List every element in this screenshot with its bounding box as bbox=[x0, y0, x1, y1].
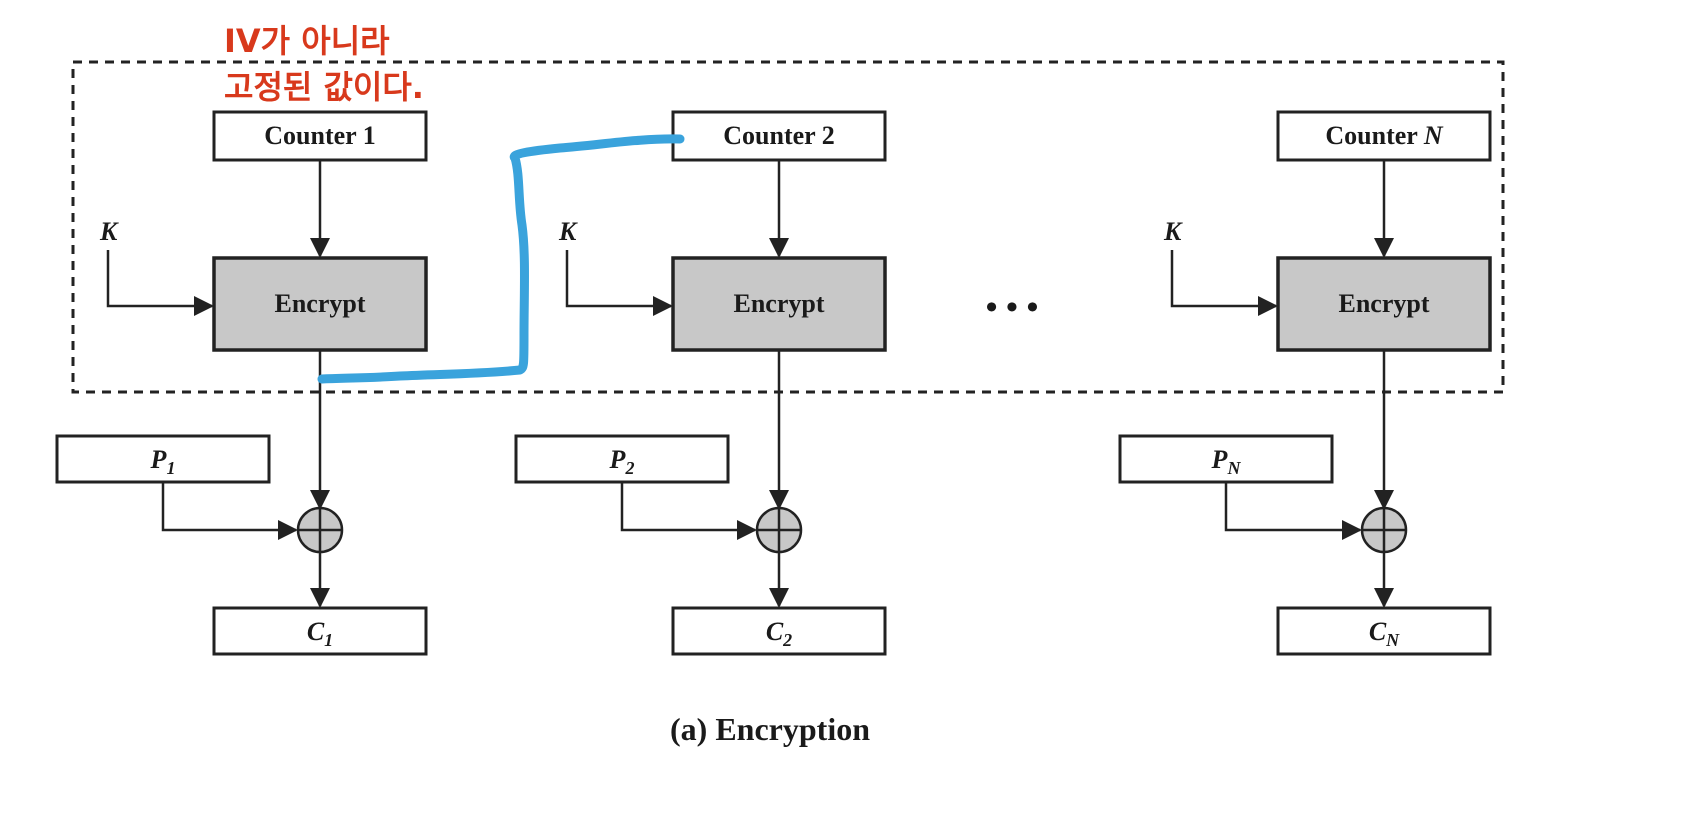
plaintext-box bbox=[514, 434, 730, 484]
ciphertext-label: C1 bbox=[307, 617, 333, 650]
counter-label: Counter 2 bbox=[723, 121, 834, 150]
key-arrow bbox=[1170, 250, 1278, 316]
key-arrow bbox=[106, 250, 214, 316]
plaintext-to-xor-arrow bbox=[620, 482, 757, 540]
key-arrow bbox=[565, 250, 673, 316]
column-1: Counter 1 K Encrypt P1 C1 bbox=[55, 110, 428, 656]
ciphertext-box bbox=[1276, 606, 1492, 656]
counter-label: Counter 1 bbox=[264, 121, 375, 150]
xor-icon bbox=[1360, 506, 1408, 554]
encrypt-label: Encrypt bbox=[275, 289, 366, 318]
encrypt-label: Encrypt bbox=[734, 289, 825, 318]
key-label: K bbox=[1163, 217, 1183, 246]
key-label: K bbox=[99, 217, 119, 246]
plaintext-to-xor-arrow bbox=[161, 482, 298, 540]
figure-caption: (a) Encryption bbox=[670, 711, 870, 747]
ciphertext-box bbox=[212, 606, 428, 656]
encrypt-label: Encrypt bbox=[1339, 289, 1430, 318]
annotation-line-1: IV가 아니라 bbox=[224, 22, 390, 60]
plaintext-to-xor-arrow bbox=[1224, 482, 1362, 540]
counter-label: Counter N bbox=[1325, 121, 1443, 150]
ciphertext-label: CN bbox=[1369, 617, 1400, 650]
counter-box bbox=[1276, 110, 1492, 162]
encrypt-box bbox=[212, 256, 428, 352]
highlight-stroke bbox=[317, 134, 685, 384]
xor-icon bbox=[755, 506, 803, 554]
key-label: K bbox=[558, 217, 578, 246]
plaintext-label: PN bbox=[1211, 445, 1242, 478]
plaintext-box bbox=[55, 434, 271, 484]
column-n: Counter N K Encrypt PN CN bbox=[1118, 110, 1492, 656]
xor-icon bbox=[296, 506, 344, 554]
annotation-line-2: 고정된 값이다. bbox=[224, 68, 424, 106]
ellipsis: • • • bbox=[986, 289, 1039, 326]
plaintext-box bbox=[1118, 434, 1334, 484]
plaintext-label: P1 bbox=[150, 445, 176, 478]
column-2: Counter 2 K Encrypt P2 C2 bbox=[514, 110, 887, 656]
plaintext-label: P2 bbox=[609, 445, 635, 478]
ciphertext-box bbox=[671, 606, 887, 656]
ciphertext-label: C2 bbox=[766, 617, 792, 650]
